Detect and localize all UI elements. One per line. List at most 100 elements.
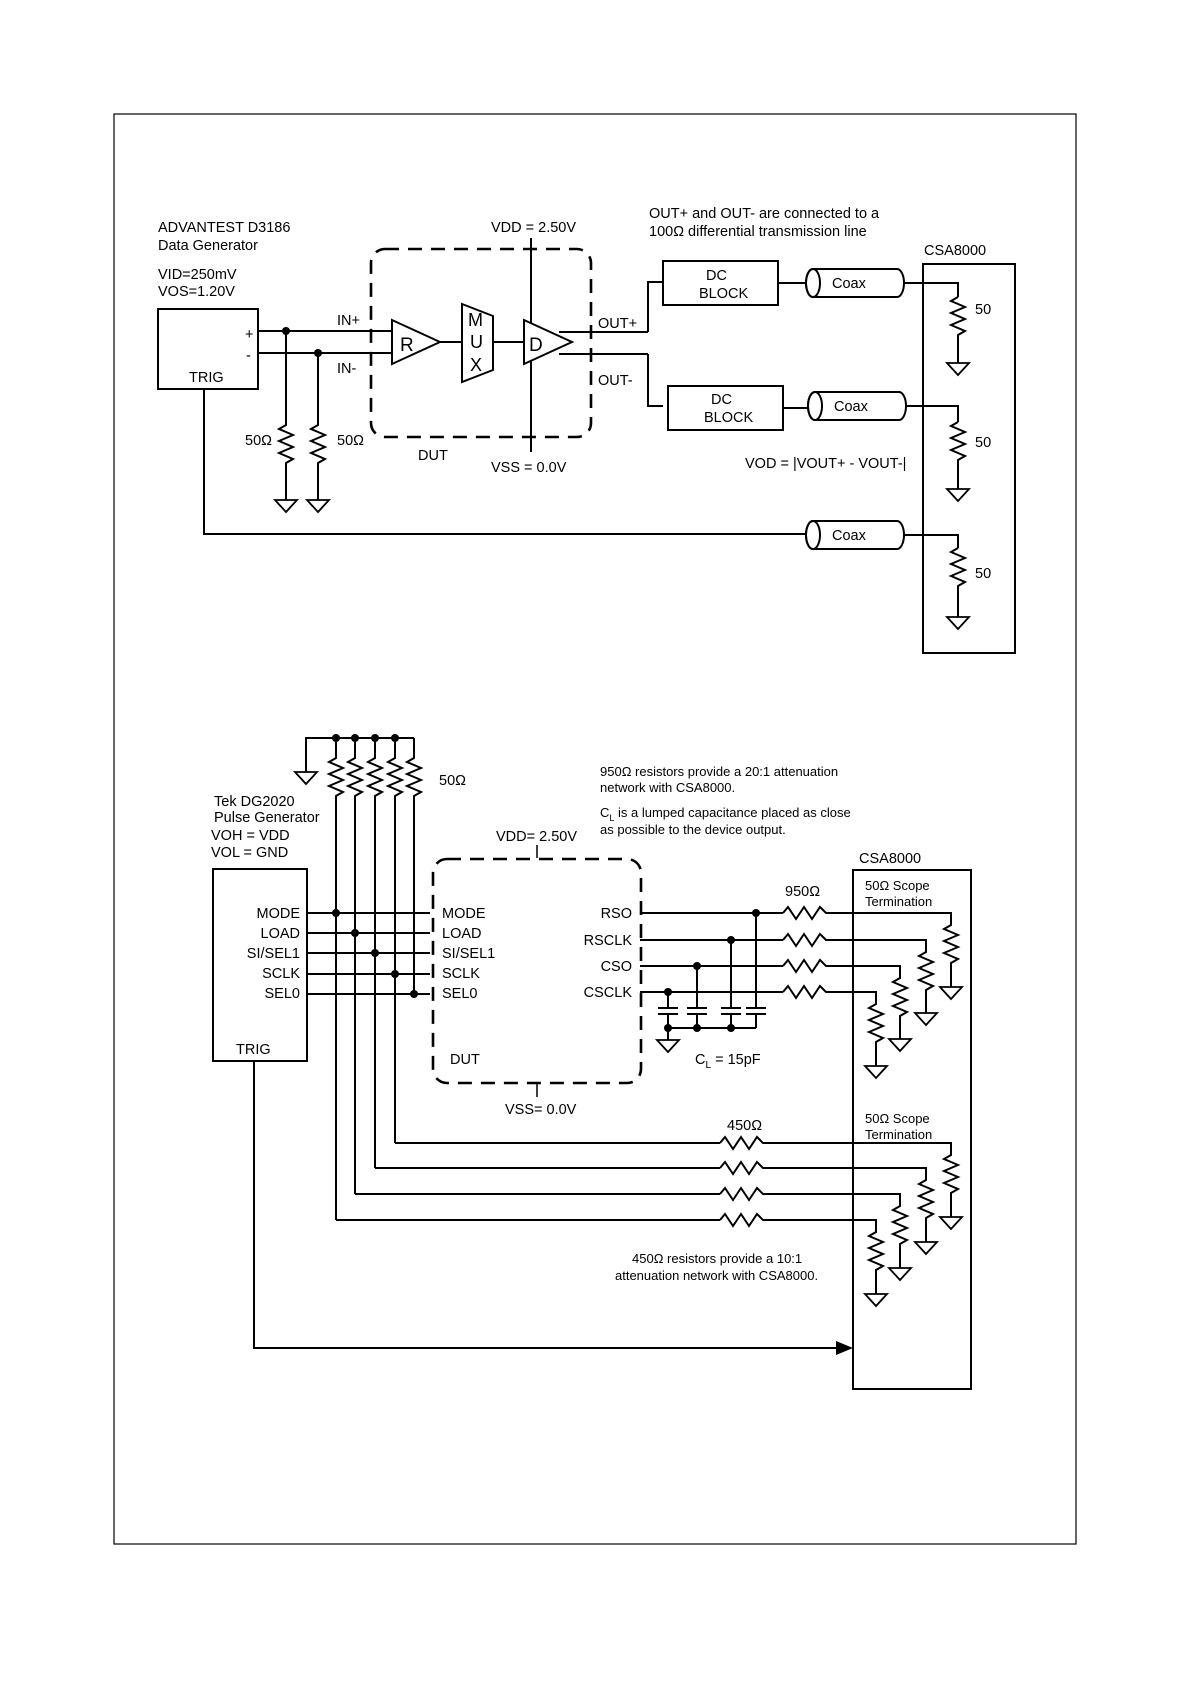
- driver-label: D: [529, 335, 543, 356]
- junction-dot: [410, 990, 418, 998]
- page-frame: [113, 113, 1077, 1545]
- mux-label-x: X: [470, 355, 482, 375]
- gen-pin-si-sel1: SI/SEL1: [247, 946, 300, 962]
- coax-bottom-label: Coax: [832, 528, 867, 544]
- pullup-resistor: [345, 738, 365, 1194]
- scope-term-resistor: [870, 965, 910, 1039]
- coax-top-label: Coax: [832, 276, 867, 292]
- note2-line1: CL is a lumped capacitance placed as clo…: [600, 805, 851, 823]
- trig-wire: [203, 389, 806, 535]
- dc-block-top-line1: DC: [706, 268, 727, 284]
- r450-label: 450Ω: [727, 1118, 762, 1134]
- coax-to-term-wire: [903, 282, 959, 297]
- coax-bottom: Coax: [805, 520, 905, 550]
- generator-subtitle: Data Generator: [158, 238, 258, 254]
- dut-pin-rsclk: RSCLK: [584, 933, 633, 949]
- series-resistor-450: [719, 1135, 870, 1151]
- dut-pin-csclk: CSCLK: [584, 985, 633, 1001]
- scope-label: CSA8000: [924, 243, 986, 259]
- vss-label: VSS = 0.0V: [491, 460, 567, 476]
- scope-term-1-line2: Termination: [865, 894, 932, 909]
- driver-buffer: [523, 318, 575, 366]
- resistor-left: [276, 331, 296, 500]
- dut-pin-sel0: SEL0: [442, 986, 477, 1002]
- coax-middle: Coax: [807, 391, 907, 421]
- cl-sub: L: [705, 1060, 711, 1071]
- receiver-label: R: [400, 335, 414, 356]
- receiver-buffer: [391, 318, 443, 366]
- series-resistor-450: [719, 1160, 870, 1176]
- coax-middle-label: Coax: [834, 399, 869, 415]
- ground-icon: [944, 488, 972, 503]
- note-line-2: 100Ω differential transmission line: [649, 224, 867, 240]
- vdd-label: VDD= 2.50V: [496, 829, 577, 845]
- term-label-2: 50: [975, 435, 991, 451]
- scope-term-1-line1: 50Ω Scope: [865, 878, 930, 893]
- pullup-resistor: [404, 738, 424, 994]
- note-line-1: OUT+ and OUT- are connected to a: [649, 206, 880, 222]
- scope-term-2-line1: 50Ω Scope: [865, 1111, 930, 1126]
- vdd-label: VDD = 2.50V: [491, 220, 576, 236]
- dut-boundary: [369, 247, 593, 439]
- vss-label: VSS= 0.0V: [505, 1102, 577, 1118]
- resistor-right: [308, 353, 328, 500]
- pullup-resistor: [326, 738, 346, 1220]
- ground-icon: [912, 1012, 940, 1027]
- series-resistor-950: [782, 958, 870, 974]
- vos-label: VOS=1.20V: [158, 284, 235, 300]
- mux-block: [461, 302, 494, 384]
- dut-label: DUT: [450, 1052, 480, 1068]
- note2-line2: as possible to the device output.: [600, 822, 786, 837]
- r50-right-label: 50Ω: [337, 433, 364, 449]
- dut-pin-sclk: SCLK: [442, 966, 480, 982]
- mux-label-u: U: [470, 332, 483, 352]
- voh-label: VOH = VDD: [211, 828, 290, 844]
- scope-term-resistor: [870, 912, 961, 987]
- ground-icon: [937, 1216, 965, 1231]
- note3-line2: attenuation network with CSA8000.: [615, 1268, 818, 1283]
- dc-block-bottom: [667, 385, 784, 431]
- ground-icon: [886, 1267, 914, 1282]
- dut-pin-rso: RSO: [601, 906, 632, 922]
- pullup-resistor: [365, 738, 385, 1168]
- junction-dot: [371, 949, 379, 957]
- pulse-generator-box: [212, 868, 308, 1062]
- coax-top: Coax: [805, 268, 905, 298]
- series-resistor-950: [782, 932, 870, 948]
- scope-term-resistor: [870, 1142, 961, 1217]
- bottom-circuit: 50Ω Tek DG2020 Pulse Generator VOH = VDD…: [211, 734, 972, 1390]
- series-resistor-450: [719, 1212, 870, 1228]
- term-label-3: 50: [975, 566, 991, 582]
- vod-label: VOD = |VOUT+ - VOUT-|: [745, 456, 906, 472]
- scope-label: CSA8000: [859, 851, 921, 867]
- note1-line2: network with CSA8000.: [600, 780, 735, 795]
- note3-line1: 450Ω resistors provide a 10:1: [632, 1251, 802, 1266]
- coax-to-term-wire: [903, 534, 959, 548]
- ground-icon: [272, 499, 300, 514]
- vol-label: VOL = GND: [211, 845, 288, 861]
- pullup-resistor: [385, 738, 405, 1143]
- dut-pin-si-sel1: SI/SEL1: [442, 946, 495, 962]
- dut-pin-mode: MODE: [442, 906, 486, 922]
- r50-left-label: 50Ω: [245, 433, 272, 449]
- data-generator-box: [157, 308, 259, 390]
- r950-label: 950Ω: [785, 884, 820, 900]
- load-capacitor: [746, 1007, 766, 1028]
- scope-term-resistor: [866, 991, 886, 1066]
- ground-icon: [886, 1038, 914, 1053]
- ground-icon: [862, 1293, 890, 1308]
- gen-trig-label: TRIG: [236, 1042, 271, 1058]
- top-circuit: ADVANTEST D3186 Data Generator VID=250mV…: [157, 206, 1016, 654]
- mux-label-m: M: [468, 310, 483, 330]
- note2-sub: L: [609, 813, 614, 823]
- junction-dot: [332, 909, 340, 917]
- note1-line1: 950Ω resistors provide a 20:1 attenuatio…: [600, 764, 838, 779]
- ground-icon: [912, 1241, 940, 1256]
- generator-title: Tek DG2020: [214, 794, 295, 810]
- in-minus-label: IN-: [337, 361, 357, 377]
- scope-term-resistor: [948, 296, 968, 363]
- gen-pin-load: LOAD: [261, 926, 301, 942]
- series-resistor-450: [719, 1186, 870, 1202]
- term-label-1: 50: [975, 302, 991, 318]
